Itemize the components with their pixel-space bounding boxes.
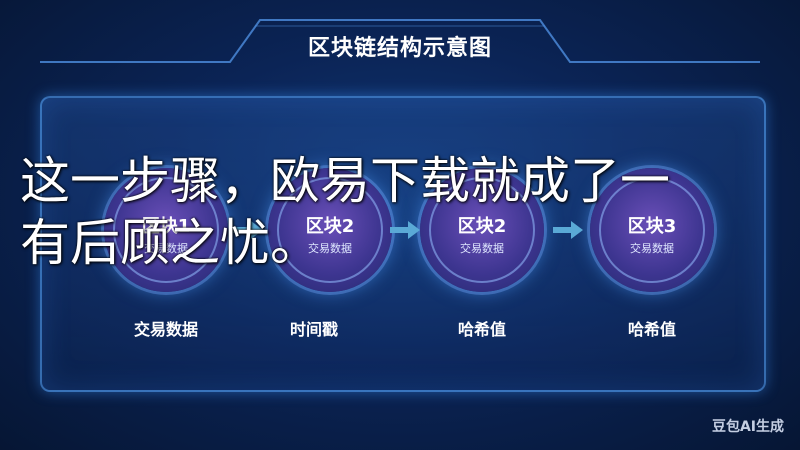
block-node-4: 区块3 交易数据 (590, 168, 714, 292)
block-subtitle: 交易数据 (460, 242, 504, 255)
block-node-ring (429, 177, 535, 283)
block-caption-1: 交易数据 (133, 320, 198, 339)
block-node-ring (599, 177, 705, 283)
block-node-ring (277, 177, 383, 283)
header-frame-decoration (40, 19, 760, 63)
block-caption-4: 哈希值 (627, 320, 676, 339)
block-subtitle: 交易数据 (308, 242, 352, 255)
block-title: 区块2 (305, 216, 355, 237)
watermark: 豆包AI生成 (711, 419, 784, 435)
arrow-right-icon (233, 221, 263, 239)
block-caption-3: 哈希值 (457, 320, 506, 339)
block-node-1: 区块1 交易数据 (104, 168, 228, 292)
block-subtitle: 交易数据 (630, 242, 674, 255)
overlay-line-1: 这一步骤，欧易下载就成了一 (20, 152, 670, 210)
block-title: 区块2 (457, 216, 507, 237)
block-subtitle: 交易数据 (144, 242, 188, 255)
arrow-right-icon (553, 221, 583, 239)
overlay-caption-text: 这一步骤，欧易下载就成了一 有后顾之忧。 (20, 150, 800, 274)
block-node-2: 区块2 交易数据 (268, 168, 392, 292)
block-node-ring (113, 177, 219, 283)
diagram-title: 区块链结构示意图 (307, 36, 492, 61)
arrow-right-icon (390, 221, 420, 239)
overlay-line-2: 有后顾之忧。 (20, 214, 320, 272)
block-title: 区块1 (141, 216, 191, 237)
block-caption-2: 时间戳 (289, 320, 338, 339)
block-title: 区块3 (627, 216, 677, 237)
block-node-3: 区块2 交易数据 (420, 168, 544, 292)
